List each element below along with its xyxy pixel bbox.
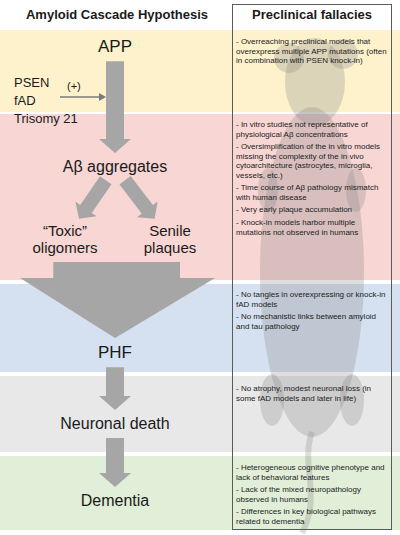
step-text: Senile plaques — [130, 222, 210, 256]
cascade-step: Dementia — [55, 491, 175, 511]
fallacy-note: - No atrophy, modest neuronal loss (in s… — [236, 384, 390, 403]
step-text: Neuronal death — [40, 414, 190, 434]
cascade-step: APP — [75, 36, 155, 57]
fallacy-note: - Oversimplification of the in vitro mod… — [236, 142, 390, 180]
cascade-arrow — [99, 367, 131, 410]
cascade-arrow — [115, 262, 215, 338]
modifier-sign: (+) — [67, 80, 81, 93]
step-text: “Toxic” oligomers — [25, 222, 105, 256]
fallacies-frame: Preclinical fallacies — [232, 4, 392, 530]
fallacy-note: - Time course of Aβ pathology mismatch w… — [236, 183, 390, 202]
cascade-step: Senile plaques — [130, 222, 210, 256]
step-text: Dementia — [55, 491, 175, 511]
cascade-arrow — [75, 176, 111, 218]
fallacy-note: - Knock-in models harbor multiple mutati… — [236, 218, 390, 237]
cascade-step: PHF — [85, 342, 145, 363]
column-title: Amyloid Cascade Hypothesis — [4, 7, 230, 22]
step-text: fAD — [14, 92, 89, 110]
step-text: APP — [75, 36, 155, 57]
column-title: Preclinical fallacies — [233, 5, 391, 22]
fallacy-note: - Lack of the mixed neuropathology obser… — [236, 485, 390, 504]
fallacy-note: - No mechanistic links between amyloid a… — [236, 312, 390, 331]
cascade-step: Aβ aggregates — [50, 157, 180, 177]
fallacy-note: - In vitro studies not representative of… — [236, 120, 390, 139]
fallacy-note: - Overreaching preclinical models that o… — [236, 37, 390, 66]
fallacy-note: - Very early plaque accumulation — [236, 205, 390, 215]
fallacy-note: - Heterogeneous cognitive phenotype and … — [236, 463, 390, 482]
fallacy-note: - Differences in key biological pathways… — [236, 507, 390, 526]
cascade-arrow — [99, 61, 131, 153]
step-text: Aβ aggregates — [50, 157, 180, 177]
cascade-arrow — [20, 262, 115, 338]
step-text: Trisomy 21 — [14, 110, 89, 128]
cascade-arrow — [120, 176, 158, 219]
fallacy-note: - No tangles in overexpressing or knock-… — [236, 290, 390, 309]
step-text: PHF — [85, 342, 145, 363]
cascade-arrow — [99, 438, 131, 487]
cascade-step: Neuronal death — [40, 414, 190, 434]
cascade-step: “Toxic” oligomers — [25, 222, 105, 256]
